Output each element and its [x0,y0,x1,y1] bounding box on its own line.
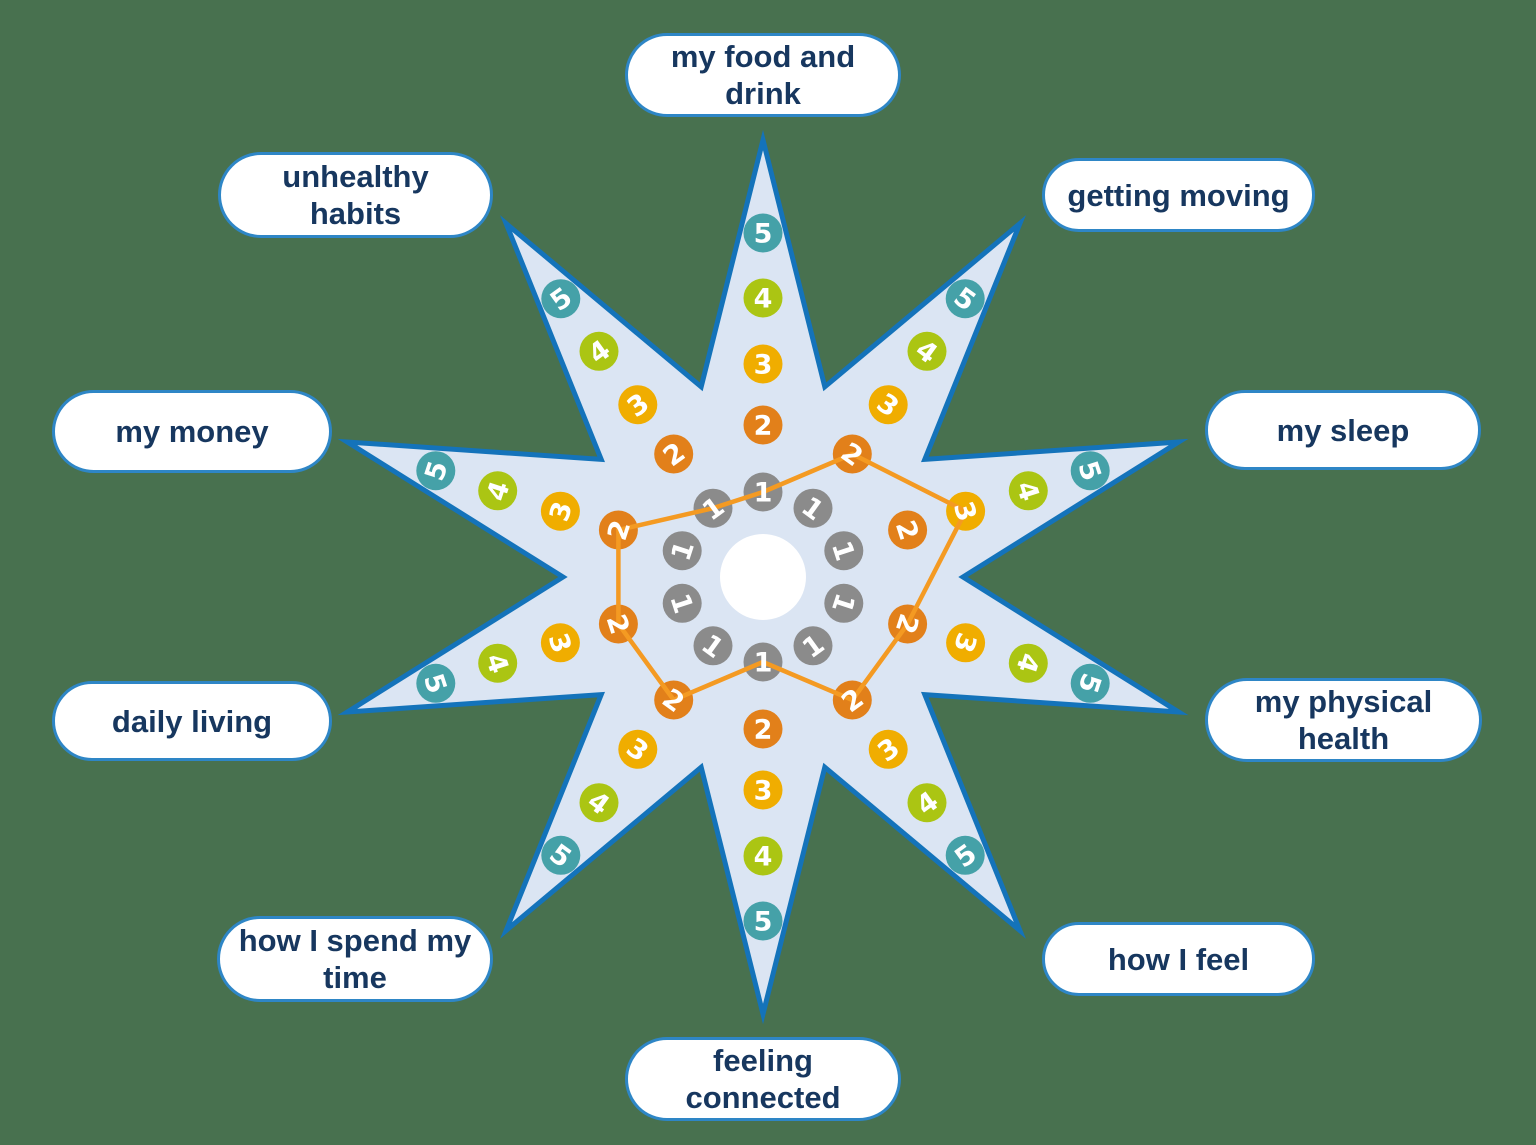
value-dot [1070,663,1110,703]
value-dot [907,331,947,371]
value-dot [945,279,985,319]
value-dot [907,783,947,823]
value-dot [579,783,619,823]
center-circle [720,534,806,620]
value-dot [540,623,580,663]
value-dot [945,835,985,875]
value-dot-number: 5 [754,219,773,250]
label-my-money: my money [52,390,332,473]
value-dot [743,901,783,941]
value-dot [416,663,456,703]
label-my-food-and-drink: my food and drink [625,33,901,117]
value-dot [541,835,581,875]
label-how-i-spend-my-time: how I spend my time [217,916,493,1002]
value-dot [743,770,783,810]
value-dot [888,510,928,550]
value-dot [693,626,733,666]
value-dot [541,279,581,319]
value-dot [793,488,833,528]
value-dot [579,331,619,371]
value-dot [743,405,783,445]
value-dot [743,344,783,384]
label-how-i-feel: how I feel [1042,922,1315,996]
value-dot [946,623,986,663]
label-daily-living: daily living [52,681,332,761]
value-dot [824,583,864,623]
value-dot [1008,471,1048,511]
value-dot-number: 3 [754,350,773,381]
value-dot [416,451,456,491]
label-feeling-connected: feeling connected [625,1037,901,1121]
value-dot-number: 4 [754,842,773,873]
value-dot-number: 3 [754,776,773,807]
value-dot [868,385,908,425]
value-dot [743,278,783,318]
value-dot [478,643,518,683]
value-dot-number: 2 [754,715,773,746]
value-dot-number: 2 [754,411,773,442]
value-dot [824,531,864,571]
value-dot [478,471,518,511]
value-dot [743,836,783,876]
value-dot-number: 1 [754,648,773,679]
label-my-physical-health: my physical health [1205,678,1482,762]
profile-line [616,451,969,703]
label-getting-moving: getting moving [1042,158,1315,232]
value-dot [540,491,580,531]
value-dot [743,213,783,253]
value-dot-number: 5 [754,907,773,938]
label-unhealthy-habits: unhealthy habits [218,152,493,238]
label-my-sleep: my sleep [1205,390,1481,470]
value-dot [1070,451,1110,491]
value-dot [654,434,694,474]
value-dot [662,531,702,571]
value-dot [743,709,783,749]
value-dot [618,385,658,425]
value-dot [662,583,702,623]
value-dot [868,729,908,769]
value-dot-number: 1 [754,478,773,509]
value-dot-number: 4 [754,284,773,315]
value-dot [618,729,658,769]
value-dot [793,626,833,666]
value-dot [1008,643,1048,683]
